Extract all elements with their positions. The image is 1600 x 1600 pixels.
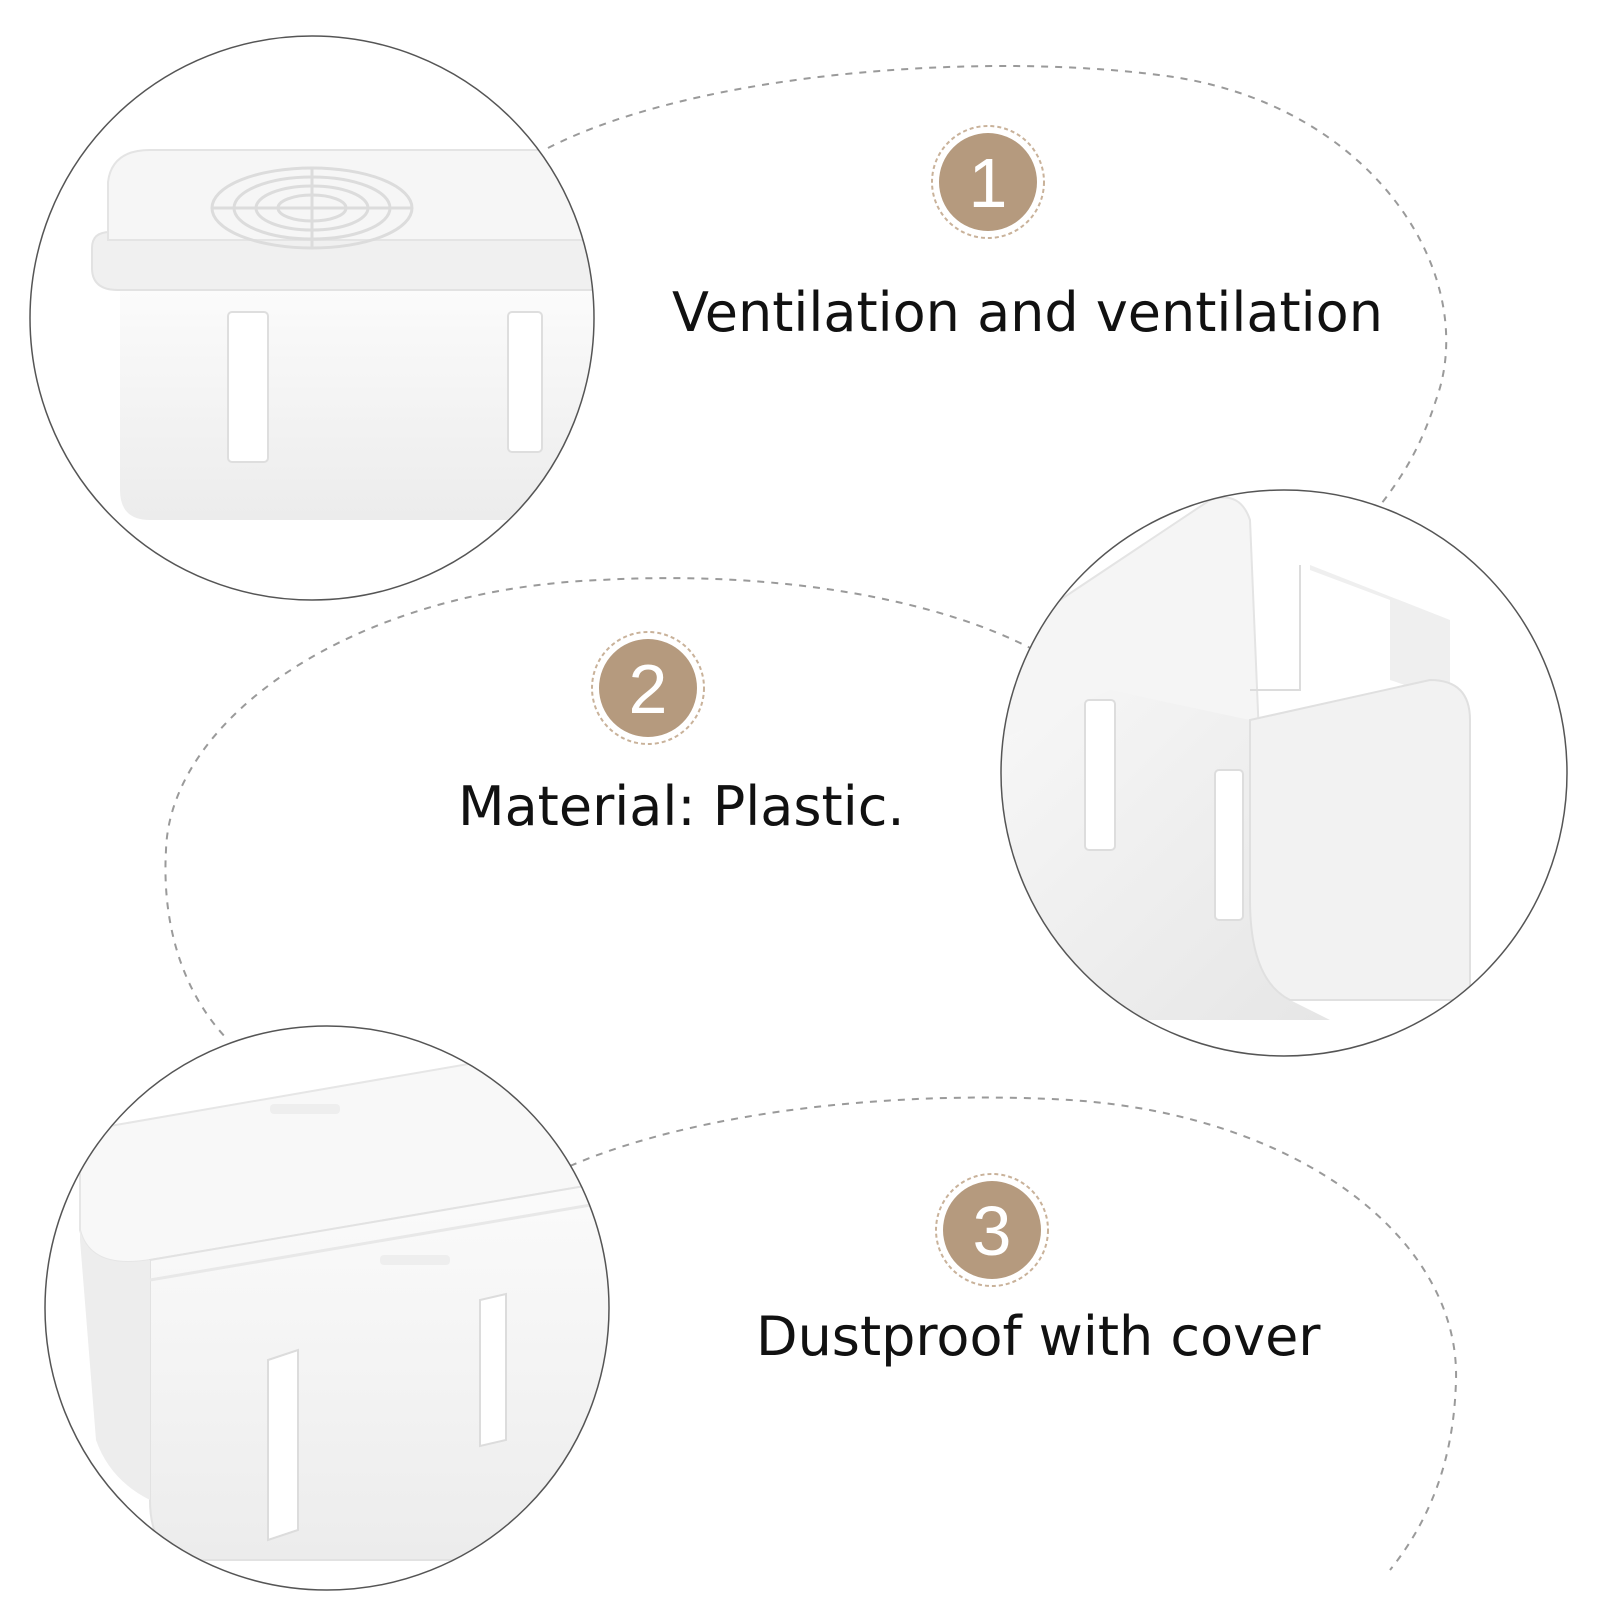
product-photo-top-view xyxy=(29,35,595,601)
feature-text-material: Material: Plastic. xyxy=(458,775,905,838)
badge-2: 2 xyxy=(591,631,705,745)
badge-number-3: 3 xyxy=(973,1192,1012,1270)
badge-3: 3 xyxy=(935,1173,1049,1287)
dashed-arc-1 xyxy=(547,65,1448,509)
feature-text-dustproof: Dustproof with cover xyxy=(756,1305,1321,1368)
badge-number-1: 1 xyxy=(969,144,1008,222)
product-photo-side-view xyxy=(44,1025,610,1591)
badge-number-2: 2 xyxy=(629,650,668,728)
feature-text-ventilation: Ventilation and ventilation xyxy=(672,281,1383,344)
dashed-arc-3 xyxy=(569,1096,1458,1571)
dashed-arc-2 xyxy=(164,577,1035,1041)
product-photo-open-box xyxy=(1000,489,1568,1057)
badge-1: 1 xyxy=(931,125,1045,239)
